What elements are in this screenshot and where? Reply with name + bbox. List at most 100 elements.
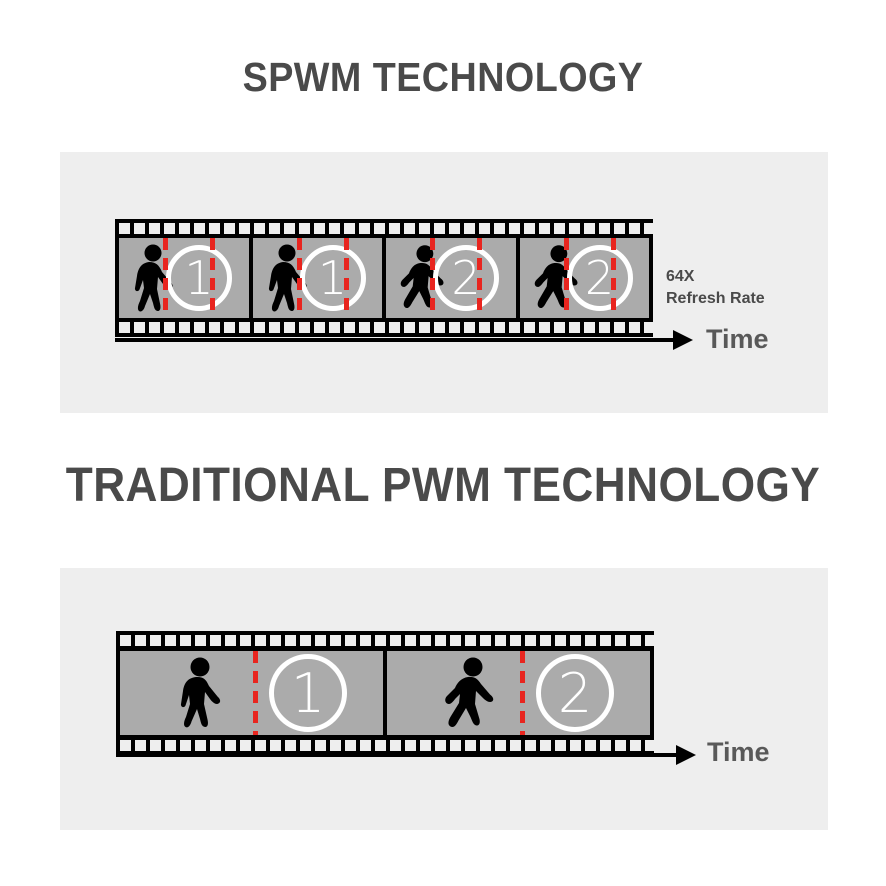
sprocket-hole: [345, 740, 356, 751]
sprocket-hole: [270, 635, 281, 646]
sprocket-hole: [344, 223, 355, 234]
sprocket-hole: [195, 635, 206, 646]
sprocket-hole: [390, 740, 401, 751]
refresh-marker-line: [477, 238, 482, 318]
sprocket-hole: [464, 322, 475, 333]
sprocket-hole: [195, 740, 206, 751]
sprocket-hole: [404, 322, 415, 333]
sprocket-row-bottom: [115, 321, 653, 334]
sprocket-hole: [375, 740, 386, 751]
time-axis-label: Time: [707, 737, 770, 767]
arrow-right-icon: [676, 745, 696, 765]
sprocket-hole: [419, 223, 430, 234]
sprocket-hole: [584, 223, 595, 234]
sprocket-hole: [555, 740, 566, 751]
sprocket-hole: [524, 223, 535, 234]
sprocket-hole: [330, 635, 341, 646]
sprocket-hole: [434, 223, 445, 234]
sprocket-hole: [209, 322, 220, 333]
sprocket-hole: [134, 223, 145, 234]
sprocket-hole: [495, 740, 506, 751]
sprocket-hole: [194, 223, 205, 234]
sprocket-hole: [404, 223, 415, 234]
sprocket-hole: [240, 635, 251, 646]
sprocket-hole: [554, 223, 565, 234]
frame-number-badge: 1: [166, 245, 232, 311]
sprocket-hole: [585, 740, 596, 751]
sprocket-hole: [209, 223, 220, 234]
sprocket-hole: [224, 223, 235, 234]
filmstrip-spwm: 1 1 2: [115, 219, 653, 337]
sprocket-hole: [150, 740, 161, 751]
sprocket-hole: [149, 322, 160, 333]
refresh-marker-line: [430, 238, 435, 318]
film-frame[interactable]: 1: [119, 238, 249, 318]
sprocket-hole: [269, 322, 280, 333]
sprocket-row-top: [116, 634, 654, 647]
sprocket-hole: [629, 223, 640, 234]
sprocket-hole: [345, 635, 356, 646]
sprocket-hole: [630, 635, 641, 646]
sprocket-hole: [480, 740, 491, 751]
sprocket-hole: [225, 635, 236, 646]
sprocket-hole: [239, 322, 250, 333]
sprocket-hole: [120, 740, 131, 751]
sprocket-hole: [254, 223, 265, 234]
sprocket-hole: [255, 740, 266, 751]
sprocket-hole: [299, 223, 310, 234]
sprocket-hole: [644, 322, 653, 333]
refresh-rate-caption: Refresh Rate: [666, 290, 765, 307]
sprocket-hole: [600, 740, 611, 751]
sprocket-hole: [255, 635, 266, 646]
film-frame[interactable]: 1: [248, 238, 382, 318]
sprocket-row-top: [115, 222, 653, 235]
sprocket-hole: [554, 322, 565, 333]
sprocket-hole: [315, 635, 326, 646]
axis-line: [116, 753, 678, 757]
sprocket-hole: [584, 322, 595, 333]
sprocket-hole: [300, 635, 311, 646]
sprocket-hole: [434, 322, 445, 333]
frame-number-badge: 2: [566, 245, 633, 311]
sprocket-hole: [359, 223, 370, 234]
sprocket-hole: [314, 223, 325, 234]
sprocket-hole: [180, 740, 191, 751]
sprocket-hole: [435, 635, 446, 646]
sprocket-hole: [419, 322, 430, 333]
refresh-rate-value: 64X: [666, 268, 695, 285]
sprocket-hole: [644, 223, 653, 234]
film-frame[interactable]: 2: [382, 238, 516, 318]
sprocket-hole: [465, 635, 476, 646]
sprocket-hole: [570, 635, 581, 646]
sprocket-hole: [389, 322, 400, 333]
sprocket-hole: [330, 740, 341, 751]
walking-person-icon: [172, 657, 234, 729]
sprocket-hole: [135, 635, 146, 646]
sprocket-hole: [165, 635, 176, 646]
sprocket-hole: [119, 322, 130, 333]
sprocket-hole: [494, 322, 505, 333]
sprocket-hole: [179, 223, 190, 234]
sprocket-hole: [269, 223, 280, 234]
time-axis-label: Time: [706, 324, 769, 354]
sprocket-hole: [405, 740, 416, 751]
sprocket-hole: [179, 322, 190, 333]
frame-number-badge: 2: [536, 654, 614, 732]
time-axis-pwm: [116, 745, 696, 765]
sprocket-hole: [449, 322, 460, 333]
sprocket-hole: [509, 322, 520, 333]
sprocket-hole: [479, 322, 490, 333]
sprocket-hole: [524, 322, 535, 333]
sprocket-hole: [360, 635, 371, 646]
frame-number-badge: 1: [269, 654, 347, 732]
arrow-right-icon: [673, 330, 693, 350]
refresh-marker-line: [610, 238, 616, 318]
sprocket-hole: [525, 740, 536, 751]
sprocket-hole: [435, 740, 446, 751]
film-frame[interactable]: 2: [515, 238, 649, 318]
film-frame[interactable]: 1: [120, 651, 383, 735]
frame-number-badge: 2: [433, 245, 499, 311]
film-frame[interactable]: 2: [383, 651, 650, 735]
frame-track-spwm: 1 1 2: [119, 238, 649, 318]
sprocket-hole: [569, 322, 580, 333]
